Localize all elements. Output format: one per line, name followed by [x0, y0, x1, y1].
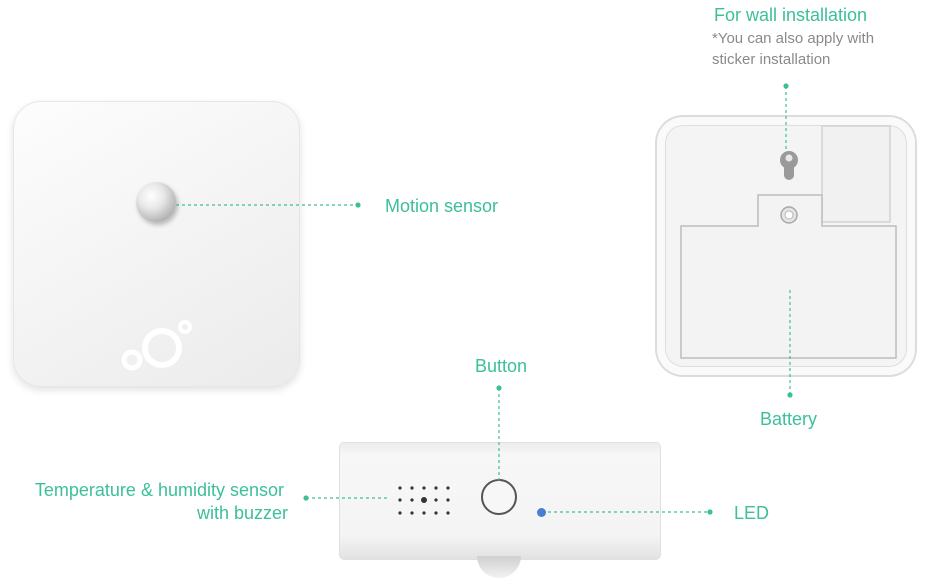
wall-note-line1: *You can also apply with [712, 30, 875, 47]
device-stand [477, 556, 521, 578]
motion-sensor-label: Motion sensor [385, 196, 499, 216]
brand-logo-icon [121, 320, 192, 371]
temperature-label-line1: Temperature & humidity sensor [34, 480, 284, 500]
button-label: Button [475, 356, 528, 376]
wall-note-line2: sticker installation [712, 51, 831, 68]
screw-icon [780, 206, 798, 224]
battery-label: Battery [760, 409, 818, 429]
led-indicator [537, 508, 546, 517]
wall-installation-label: For wall installation [714, 5, 868, 25]
keyhole-icon [780, 151, 798, 180]
device-front-view [13, 101, 300, 387]
battery-cover [680, 194, 897, 359]
sticker-pad [821, 125, 891, 223]
led-label: LED [734, 503, 770, 523]
motion-sensor-lens [136, 182, 176, 222]
temperature-label-line2: with buzzer [196, 503, 288, 523]
